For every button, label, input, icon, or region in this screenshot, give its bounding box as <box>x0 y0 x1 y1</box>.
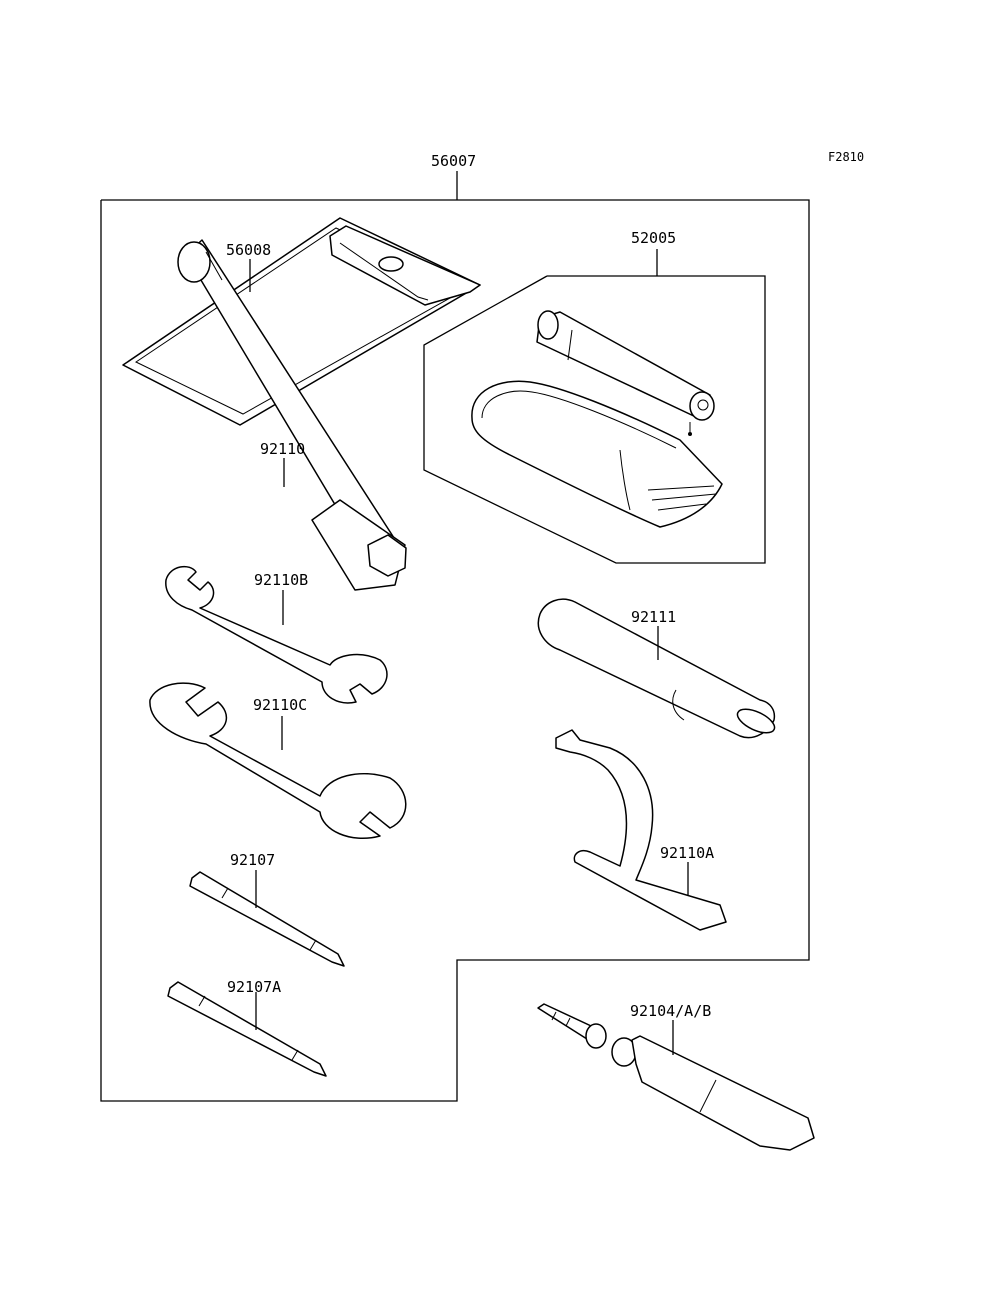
screwdriver-bit-illustration <box>189 870 345 967</box>
pump-illustration <box>536 310 715 436</box>
part-label-open-end-wrench-small: 92110B <box>254 571 308 589</box>
pump-bag-illustration <box>471 380 723 528</box>
part-label-open-end-wrench-large: 92110C <box>253 696 307 714</box>
kit-outline <box>100 171 810 1102</box>
open-end-wrench-small-illustration <box>165 565 388 704</box>
handle-tube-illustration <box>537 598 776 739</box>
part-label-handle-tube: 92111 <box>631 608 676 626</box>
part-label-pump-kit: 52005 <box>631 229 676 247</box>
sealant-tube-illustration <box>537 1003 815 1151</box>
part-label-kit: 56007 <box>431 152 476 170</box>
hook-spanner-illustration <box>555 729 727 931</box>
part-label-hook-spanner: 92110A <box>660 844 714 862</box>
socket-wrench-illustration <box>177 239 407 591</box>
part-label-screwdriver-bit-a: 92107A <box>227 978 281 996</box>
tool-pouch-illustration <box>122 217 481 426</box>
part-label-socket-wrench: 92110 <box>260 440 305 458</box>
screwdriver-bit-a-illustration <box>167 981 327 1077</box>
figure-code: F2810 <box>828 150 864 164</box>
part-label-screwdriver-bit: 92107 <box>230 851 275 869</box>
part-label-sealant-tube: 92104/A/B <box>630 1002 711 1020</box>
pump-kit-outline <box>423 249 766 564</box>
open-end-wrench-large-illustration <box>149 682 407 840</box>
part-label-pouch: 56008 <box>226 241 271 259</box>
